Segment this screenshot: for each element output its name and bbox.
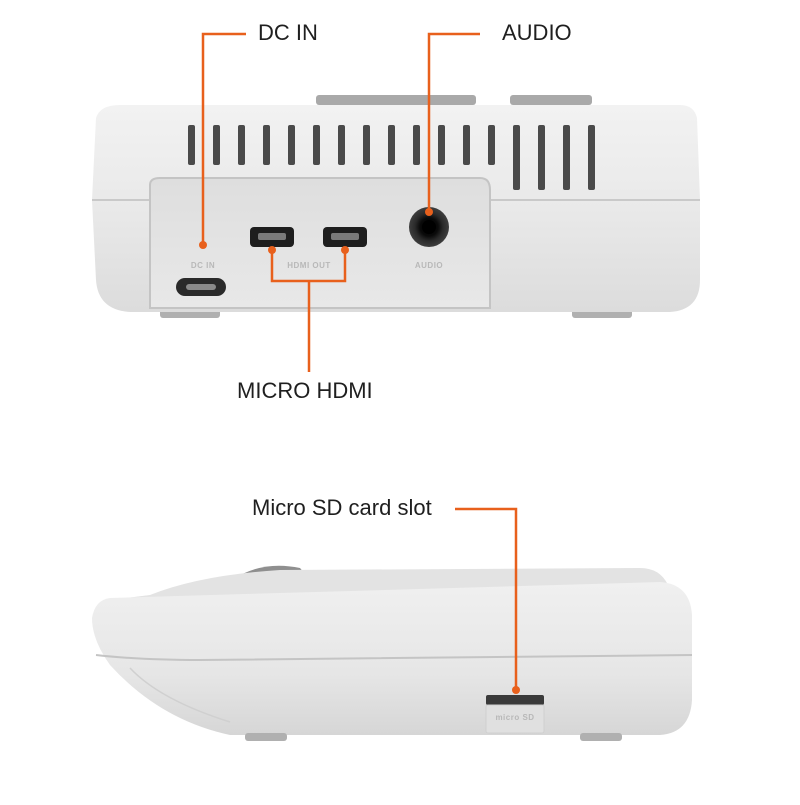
leader-dot-audio bbox=[425, 208, 433, 216]
audio-jack-hole bbox=[422, 220, 436, 234]
callout-micro-sd: Micro SD card slot bbox=[252, 497, 432, 519]
micro-sd-slot bbox=[486, 695, 544, 705]
console-side-view: micro SD bbox=[92, 566, 692, 741]
callout-micro-hdmi: MICRO HDMI bbox=[237, 380, 373, 402]
leader-dot-hdmi-2 bbox=[341, 246, 349, 254]
foot-shape bbox=[580, 733, 622, 741]
leader-dot-hdmi-1 bbox=[268, 246, 276, 254]
micro-hdmi-port-1-inner bbox=[258, 233, 286, 240]
console-rear-view: DC IN HDMI OUT AUDIO bbox=[92, 95, 700, 318]
port-label-dc-in: DC IN bbox=[191, 261, 215, 270]
port-label-hdmi-out: HDMI OUT bbox=[287, 261, 331, 270]
port-label-audio: AUDIO bbox=[415, 261, 443, 270]
callout-audio: AUDIO bbox=[502, 22, 572, 44]
leader-dot-micro-sd bbox=[512, 686, 520, 694]
foot-shape bbox=[245, 733, 287, 741]
port-label-micro-sd: micro SD bbox=[495, 713, 534, 722]
top-button-shape bbox=[510, 95, 592, 105]
micro-hdmi-port-2-inner bbox=[331, 233, 359, 240]
top-button-shape bbox=[316, 95, 476, 105]
leader-dot-dc-in bbox=[199, 241, 207, 249]
usb-c-port-inner bbox=[186, 284, 216, 290]
callout-dc-in: DC IN bbox=[258, 22, 318, 44]
